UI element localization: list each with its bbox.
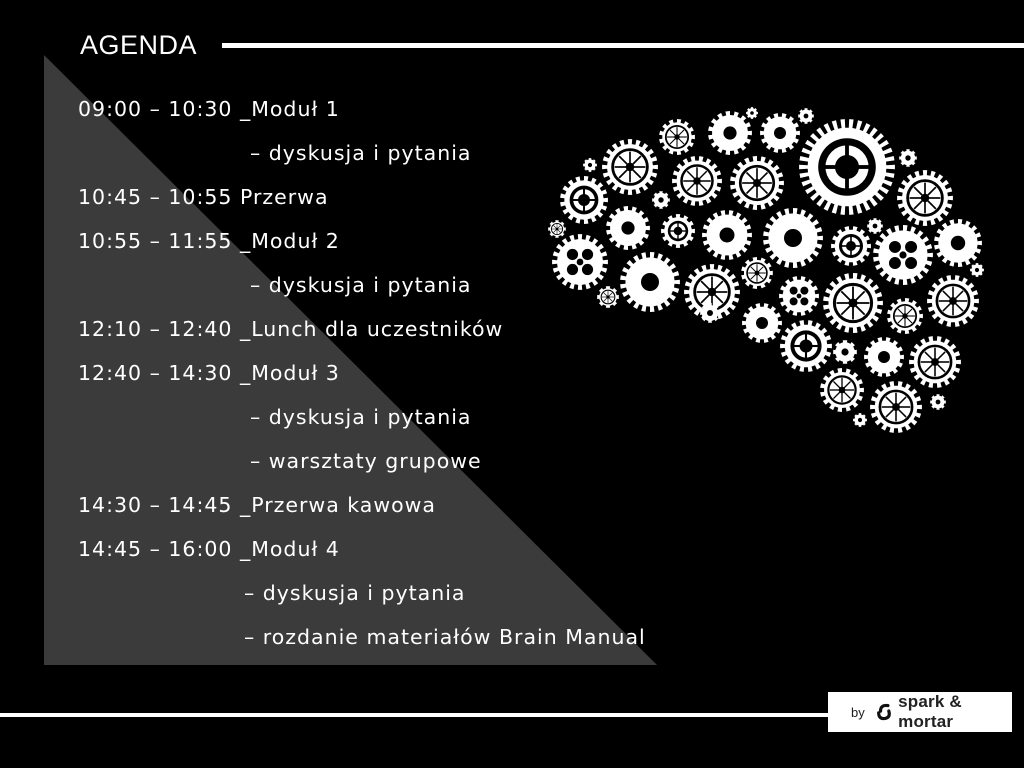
gear-icon [909,336,961,388]
agenda-item: 10:45 – 10:55 Przerwa [78,185,329,209]
gear-icon [760,113,800,153]
gear-icon [659,119,695,155]
gear-icon [887,298,923,334]
gear-icon [779,276,819,316]
agenda-item: – rozdanie materiałów Brain Manual [244,625,646,649]
gear-icon [548,220,566,238]
logo-brand-text: spark & mortar [898,692,962,731]
gear-icon [853,413,867,427]
gear-icon [552,234,608,290]
gear-icon [763,208,823,268]
agenda-item: 09:00 – 10:30 _Moduł 1 [78,97,340,121]
gear-icon [684,264,740,320]
gear-icon [780,320,832,372]
gear-icon [930,394,946,410]
gear-icon [741,257,773,289]
gear-icon [652,191,670,209]
spark-logo-icon [876,703,891,721]
gear-brain-illustration [548,107,984,433]
gear-icon [708,111,752,155]
agenda-item: 12:10 – 12:40 _Lunch dla uczestników [78,317,504,341]
gear-icon [873,225,933,285]
gear-icon [831,226,871,266]
agenda-item: – dyskusja i pytania [250,273,472,297]
agenda-item: – dyskusja i pytania [244,581,466,605]
gear-icon [897,170,953,226]
gear-icon [730,156,784,210]
gear-icon [867,218,883,234]
agenda-item: 14:30 – 14:45 _Przerwa kawowa [78,493,436,517]
gear-icon [661,214,695,248]
gear-icon [799,119,895,215]
gear-icon [583,158,597,172]
gear-icon [820,368,864,412]
gear-icon [934,219,982,267]
gear-icon [823,273,883,333]
gear-icon [746,107,758,119]
page-title: AGENDA [80,30,198,60]
gear-icon [560,176,608,224]
gear-icon [899,149,917,167]
bottom-divider [0,713,830,717]
title-divider [222,43,1024,48]
gear-icon [864,337,904,377]
gear-icon [700,303,720,323]
brand-logo: by spark & mortar [828,692,1012,732]
agenda-item: 10:55 – 11:55 _Moduł 2 [78,229,340,253]
gear-icon [742,303,782,343]
gear-icon [620,252,680,312]
agenda-item: – dyskusja i pytania [250,141,472,165]
gear-icon [798,108,814,124]
gear-icon [970,263,984,277]
agenda-item: – dyskusja i pytania [250,405,472,429]
gear-icon [870,381,922,433]
agenda-item: – warsztaty grupowe [250,449,482,473]
agenda-item: 14:45 – 16:00 _Moduł 4 [78,537,340,561]
agenda-item: 12:40 – 14:30 _Moduł 3 [78,361,340,385]
logo-by-text: by [851,704,865,720]
gear-icon [606,206,650,250]
gear-icon [672,156,722,206]
gear-icon [702,210,752,260]
gear-icon [833,340,857,364]
gear-icon [927,275,979,327]
gear-icon [602,139,658,195]
gear-icon [597,286,619,308]
